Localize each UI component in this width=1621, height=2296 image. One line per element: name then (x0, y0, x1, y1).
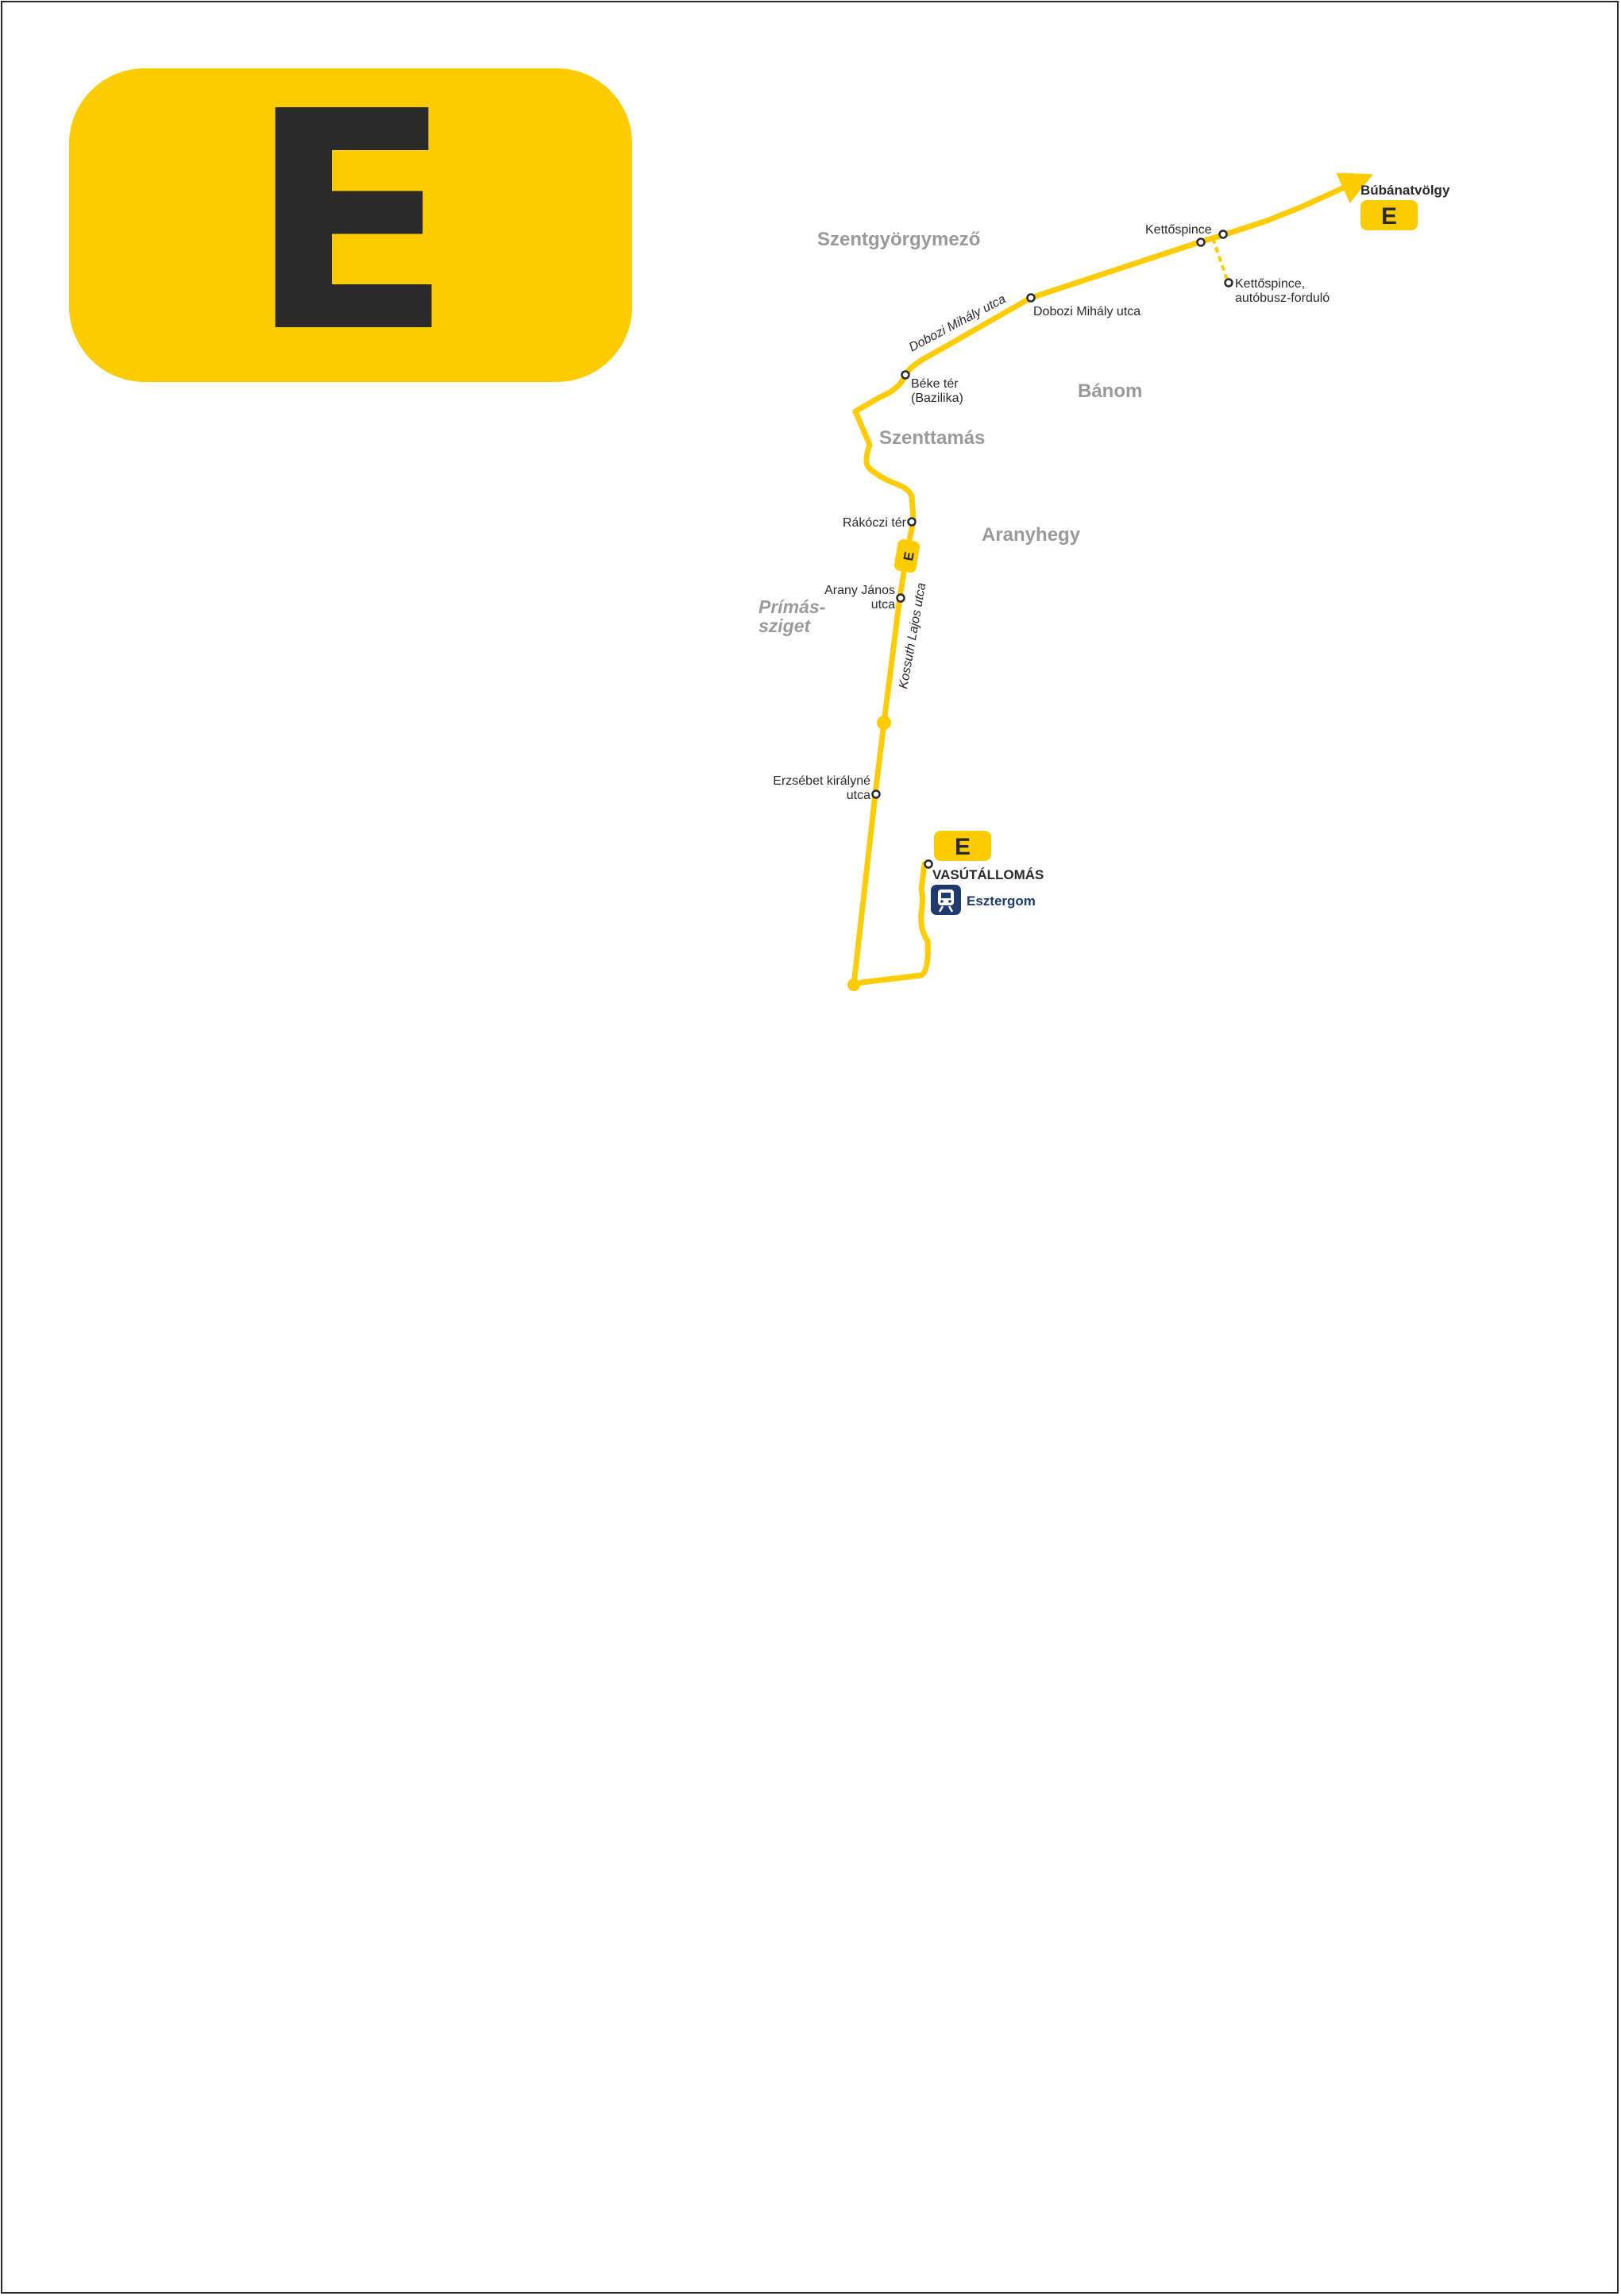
route-badge: E (69, 68, 632, 382)
area-label-aranyhegy: Aranyhegy (982, 524, 1081, 546)
stop-marker-kettospince-2[interactable] (1218, 230, 1228, 239)
street-label-dobozi: Dobozi Mihály utca (907, 292, 1008, 355)
stop-label-arany-janos: Arany János (824, 584, 895, 597)
junction-dot (877, 716, 891, 730)
stop-label-kettospince-fordulo: Kettőspince, (1235, 277, 1305, 291)
route-marker-on-line: E (893, 538, 920, 573)
stop-label-dobozi: Dobozi Mihály utca (1033, 305, 1140, 318)
terminal-label-bubanatvolgy: Búbánatvölgy (1360, 183, 1450, 198)
terminal-badge-north (1360, 200, 1418, 230)
route-letter: E (247, 47, 454, 399)
stop-label-beke-ter-2: (Bazilika) (911, 392, 963, 405)
route-branch-dashed (1211, 237, 1229, 280)
stop-marker-kettospince[interactable] (1196, 237, 1206, 247)
terminal-badge-north-letter: E (1381, 203, 1397, 230)
area-label-primas-sziget: Prímás- (758, 596, 825, 617)
junction-dot (847, 978, 860, 991)
stop-marker-erzsebet[interactable] (871, 789, 881, 799)
terminal-badge-south-letter: E (955, 834, 971, 860)
stop-marker-rakoczi-ter[interactable] (907, 517, 917, 527)
route-marker-letter: E (901, 550, 917, 561)
stop-marker-dobozi[interactable] (1026, 293, 1036, 303)
area-label-banom: Bánom (1078, 380, 1142, 402)
stop-marker-beke-ter[interactable] (901, 370, 910, 380)
route-line (851, 172, 1374, 988)
area-label-primas-sziget-2: sziget (758, 615, 812, 636)
stop-label-beke-ter: Béke tér (911, 377, 959, 391)
area-label-szentgyorgymezo: Szentgyörgymező (817, 229, 980, 250)
stop-label-arany-janos-2: utca (871, 598, 895, 612)
stop-marker-vasutallomas[interactable] (924, 859, 933, 869)
stop-label-erzsebet-2: utca (847, 789, 870, 802)
stop-label-kettospince-fordulo-2: autóbusz-forduló (1235, 291, 1330, 305)
area-label-szenttamas: Szenttamás (879, 427, 985, 449)
stop-label-erzsebet: Erzsébet királyné (773, 774, 870, 788)
terminal-label-vasutallomas: VASÚTÁLLOMÁS (932, 867, 1044, 882)
train-icon (931, 885, 961, 915)
stop-marker-arany-janos[interactable] (896, 593, 905, 603)
stop-label-kettospince: Kettőspince (1145, 223, 1212, 237)
terminal-badge-south (934, 831, 991, 861)
route-line-station-loop (851, 861, 931, 988)
rail-station-label-esztergom: Esztergom (967, 893, 1036, 909)
stop-marker-kettospince-fordulo[interactable] (1224, 278, 1233, 287)
stop-label-rakoczi-ter: Rákóczi tér (843, 516, 907, 530)
